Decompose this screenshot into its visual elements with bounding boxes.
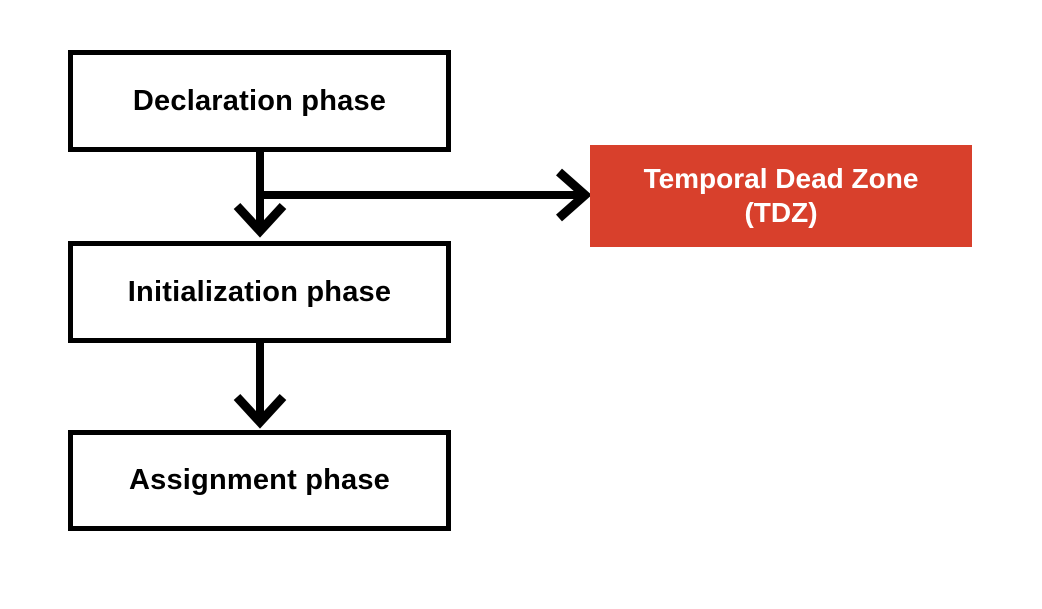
initialization-phase-label: Initialization phase xyxy=(127,275,392,308)
tdz-label-line1: Temporal Dead Zone xyxy=(643,163,919,195)
initialization-phase-box: Initialization phase xyxy=(68,241,451,343)
temporal-dead-zone-box: Temporal Dead Zone (TDZ) xyxy=(590,145,972,247)
assignment-phase-box: Assignment phase xyxy=(68,430,451,531)
assignment-phase-label: Assignment phase xyxy=(128,464,391,496)
arrow-declaration-to-tdz xyxy=(256,168,592,222)
declaration-phase-label: Declaration phase xyxy=(132,84,387,117)
declaration-phase-box: Declaration phase xyxy=(68,50,451,152)
arrow-initialization-to-assignment xyxy=(233,343,287,429)
tdz-label-line2: (TDZ) xyxy=(744,197,818,228)
arrow-declaration-to-initialization xyxy=(233,152,287,238)
